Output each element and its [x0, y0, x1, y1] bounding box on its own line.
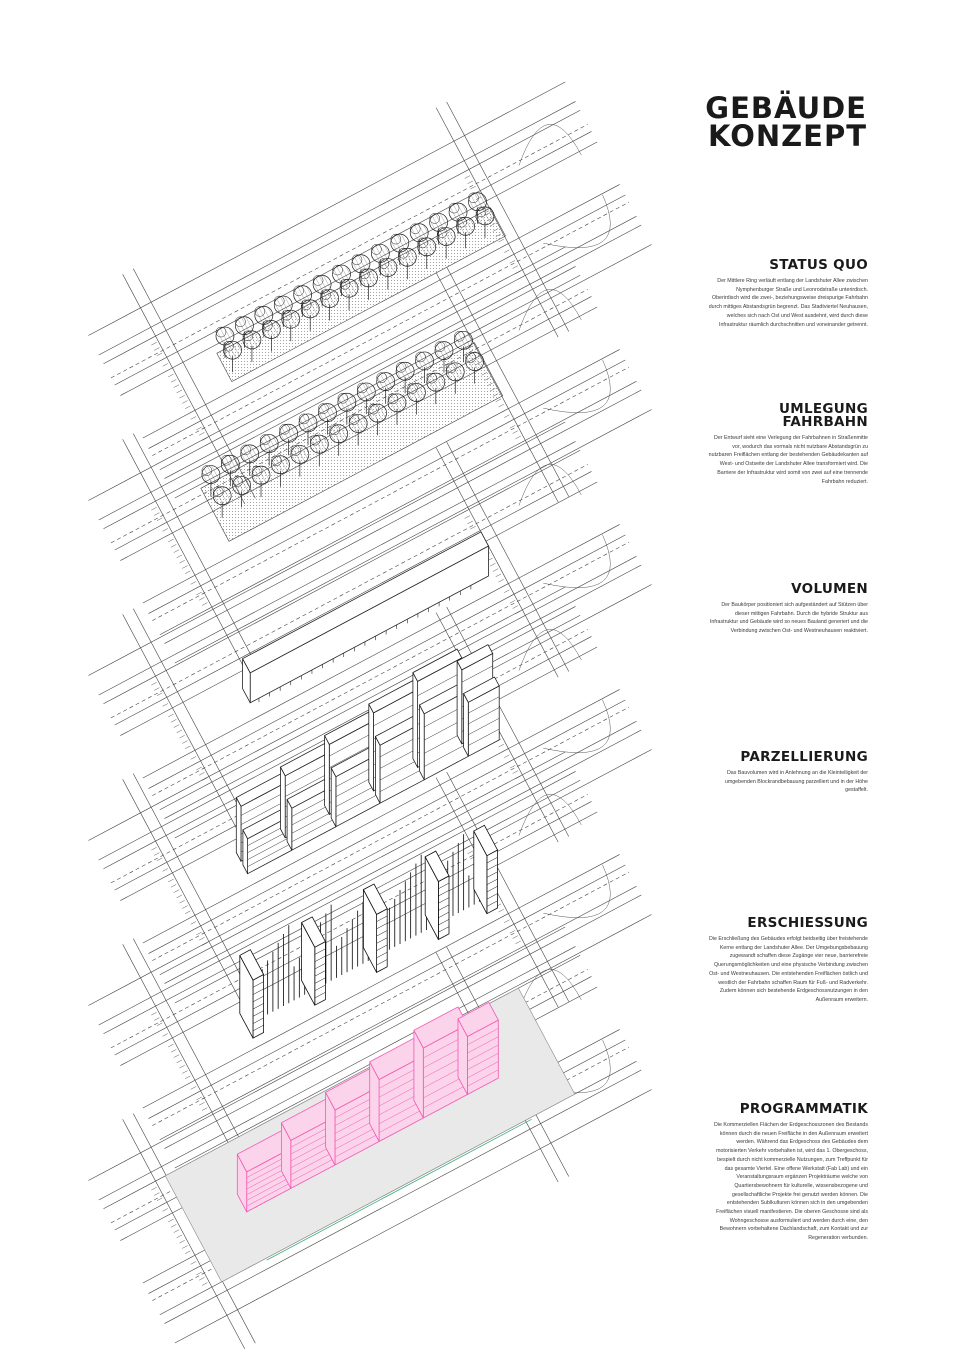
axonometric-panel-2	[88, 246, 652, 669]
axonometric-panel-4	[88, 586, 652, 1009]
section-heading: ERSCHIESSUNG	[708, 915, 868, 931]
page-title: GEBÄUDE KONZEPT	[705, 91, 867, 153]
section-heading: STATUS QUO	[708, 257, 868, 273]
section-heading: VOLUMEN	[708, 581, 868, 597]
section-heading: PARZELLIERUNG	[708, 749, 868, 765]
section-heading-line: UMLEGUNG	[778, 401, 868, 417]
axonometric-panel-5	[88, 751, 652, 1174]
section-heading-line: VOLUMEN	[791, 581, 868, 597]
axonometric-panel-6	[88, 926, 652, 1349]
section-heading-line: PROGRAMMATIK	[739, 1101, 868, 1117]
section-heading-line: STATUS QUO	[769, 257, 868, 273]
section-programmatik: PROGRAMMATIK Die Kommerziellen Flächen d…	[708, 1101, 868, 1243]
section-text: Der Entwurf sieht eine Verlegung der Fah…	[708, 435, 868, 485]
section-umlegung-fahrbahn: UMLEGUNG FAHRBAHN Der Entwurf sieht eine…	[708, 401, 868, 486]
section-heading-line: ERSCHIESSUNG	[747, 915, 868, 931]
section-heading: PROGRAMMATIK	[708, 1101, 868, 1117]
section-text: Der Mittlere Ring verläuft entlang der L…	[708, 278, 868, 328]
section-status-quo: STATUS QUO Der Mittlere Ring verläuft en…	[708, 257, 868, 329]
page-title-line-2: KONZEPT	[708, 119, 867, 153]
section-text: Das Bauvolumen wird in Anlehnung an die …	[724, 770, 868, 794]
section-text: Die Kommerziellen Flächen der Erdgeschos…	[714, 1122, 868, 1242]
section-volumen: VOLUMEN Der Baukörper positioniert sich …	[708, 581, 868, 636]
axonometric-drawings	[88, 81, 652, 1349]
section-erschiessung: ERSCHIESSUNG Die Erschließung des Gebäud…	[708, 915, 868, 1005]
section-text: Die Erschließung des Gebäudes erfolgt be…	[708, 936, 868, 1003]
section-heading-line: PARZELLIERUNG	[740, 749, 868, 765]
section-heading-line: FAHRBAHN	[782, 414, 868, 430]
axonometric-panel-3	[88, 421, 652, 844]
axonometric-panel-1	[88, 81, 652, 504]
page-title-line-1: GEBÄUDE	[705, 91, 867, 125]
section-text: Der Baukörper positioniert sich aufgestä…	[709, 602, 868, 635]
section-parzellierung: PARZELLIERUNG Das Bauvolumen wird in Anl…	[708, 749, 868, 795]
section-heading: UMLEGUNG FAHRBAHN	[708, 401, 868, 430]
